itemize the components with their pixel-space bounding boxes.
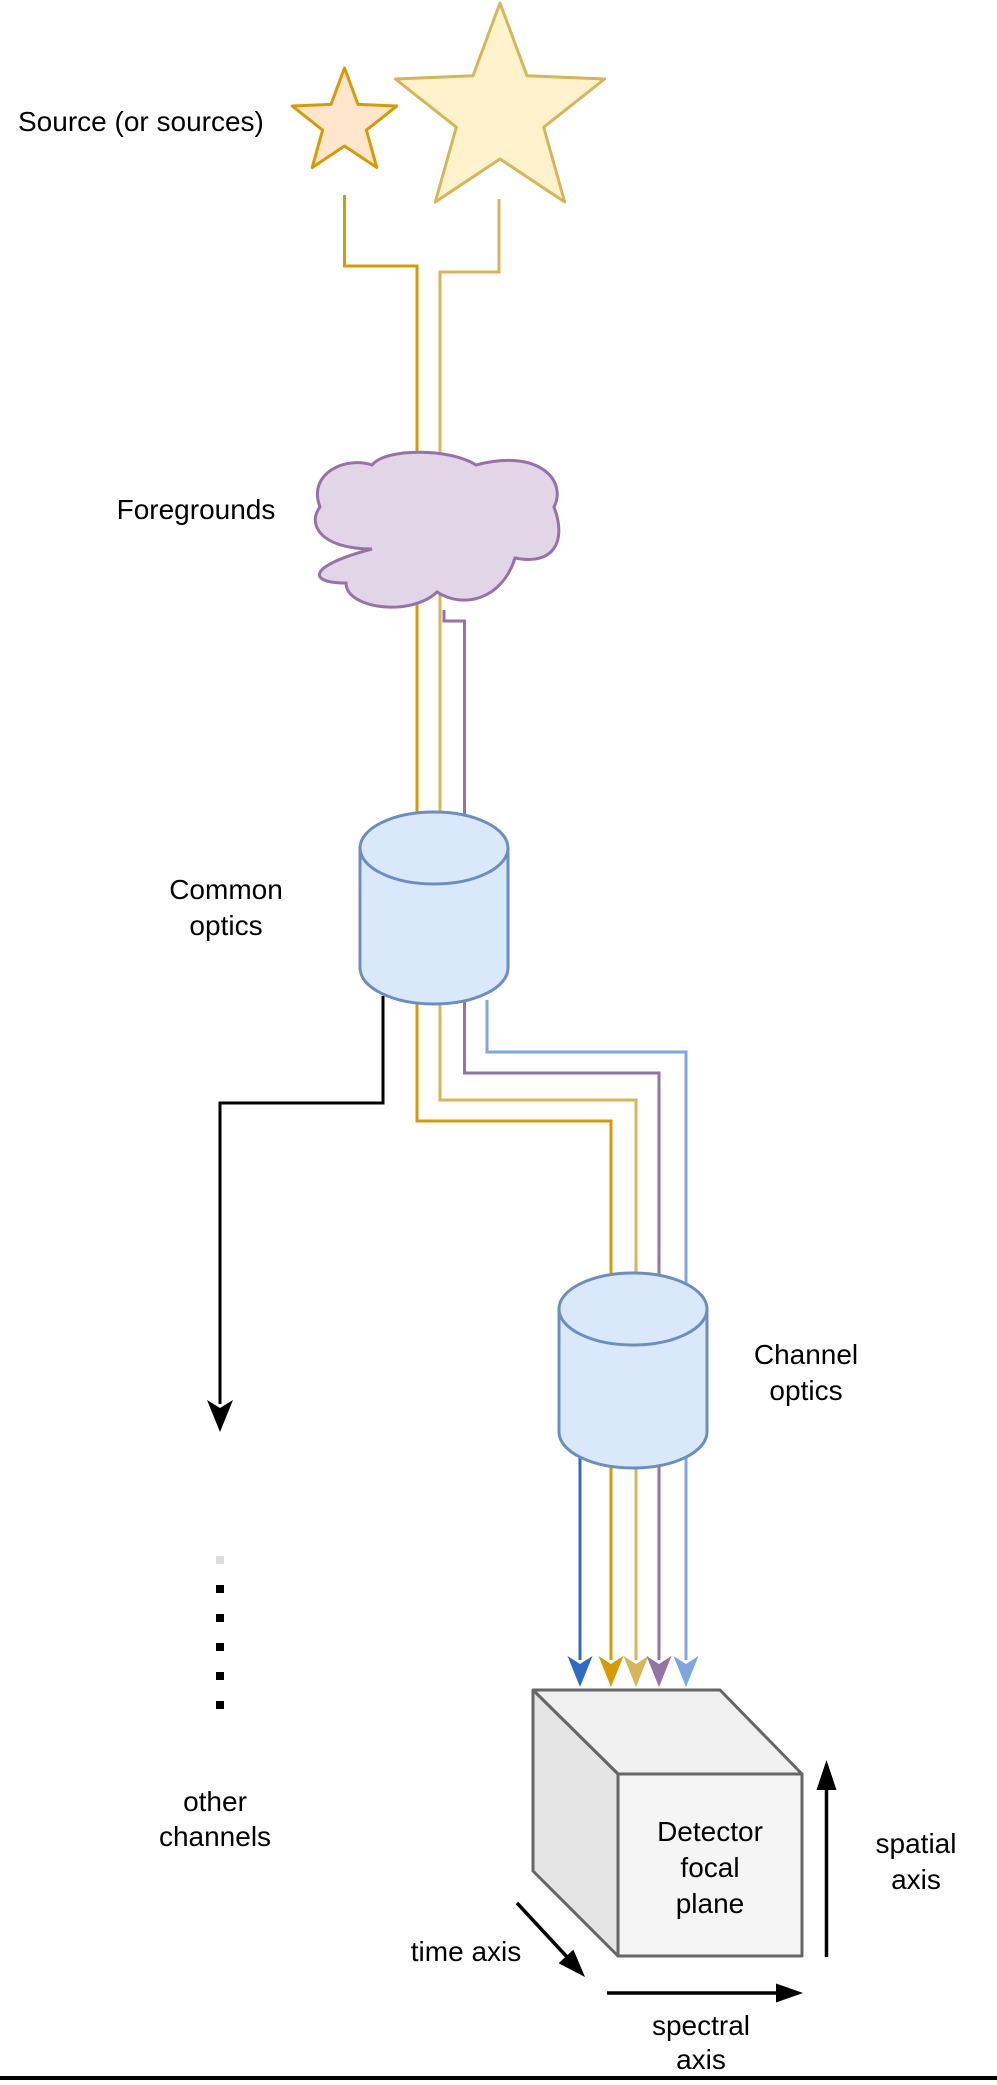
spectral-axis-label-line2: axis: [676, 2044, 726, 2075]
channel-optics-label-line2: optics: [769, 1375, 842, 1406]
foreground-beam-arrowhead-icon: [646, 1656, 672, 1687]
spatial-axis-label-line2: axis: [891, 1864, 941, 1895]
other-channels-dot: [216, 1585, 224, 1593]
other-channels-label-line1: other: [183, 1786, 247, 1817]
channel-optics-body: [557, 1309, 709, 1470]
other-channels-dot: [216, 1614, 224, 1622]
other-channels-dot: [216, 1701, 224, 1709]
small-star-icon: [290, 66, 399, 169]
channel-optics-top-lens: [557, 1271, 709, 1347]
spectral-axis-arrowhead-icon: [776, 1983, 803, 2003]
channel-optics-label-line1: Channel: [754, 1339, 858, 1370]
other-channels-path: [218, 996, 385, 1404]
detector-label-line2: focal: [680, 1852, 739, 1883]
detector-label-line1: Detector: [657, 1816, 763, 1847]
common-optics-top-lens: [358, 810, 510, 886]
large-star-beam-path: [438, 199, 638, 1660]
dispersed-beam-arrowhead-icon: [567, 1656, 593, 1687]
small-star-beam-arrowhead-icon: [598, 1656, 624, 1687]
time-axis-arrow: [515, 1901, 570, 1960]
common-optics-cylinder: [358, 810, 510, 1006]
foregrounds-label: Foregrounds: [117, 494, 276, 525]
other-channels-dot: [216, 1672, 224, 1680]
common-optics-label-line1: Common: [169, 874, 283, 905]
source-label: Source (or sources): [18, 106, 264, 137]
labels-group: Source (or sources) Foregrounds Common o…: [18, 106, 956, 2075]
detector-label-line3: plane: [676, 1888, 745, 1919]
detector-front-face: [616, 1772, 804, 1958]
foreground-beam-path: [442, 610, 661, 1660]
channel-optics-cylinder: [557, 1271, 709, 1470]
large-star-beam-arrowhead-icon: [623, 1656, 649, 1687]
spectral-axis-label-line1: spectral: [652, 2010, 750, 2041]
detector-box: [531, 1688, 804, 1958]
time-axis-arrowhead-icon: [558, 1949, 585, 1977]
other-channels-label-line2: channels: [159, 1821, 271, 1852]
other-channels-dot: [216, 1556, 224, 1564]
time-axis-label: time axis: [411, 1936, 521, 1967]
source-stars: [290, 1, 607, 204]
axis-arrows: [515, 1760, 837, 2003]
common-optics-body: [358, 848, 510, 1006]
other-channels-branch: [207, 996, 385, 1709]
spatial-axis-label-line1: spatial: [876, 1828, 957, 1859]
foregrounds-cloud: [313, 450, 561, 609]
common-optics-label-line2: optics: [189, 910, 262, 941]
spatial-axis-arrowhead-icon: [816, 1760, 837, 1790]
common-optics-beam-arrowhead-icon: [673, 1656, 699, 1687]
other-channels-dot: [216, 1643, 224, 1651]
bottom-border: [0, 2076, 997, 2080]
other-channels-arrowhead-icon: [207, 1400, 233, 1432]
large-star-icon: [393, 1, 607, 204]
small-star-beam-path: [343, 195, 613, 1660]
other-channels-dots: [216, 1556, 224, 1709]
